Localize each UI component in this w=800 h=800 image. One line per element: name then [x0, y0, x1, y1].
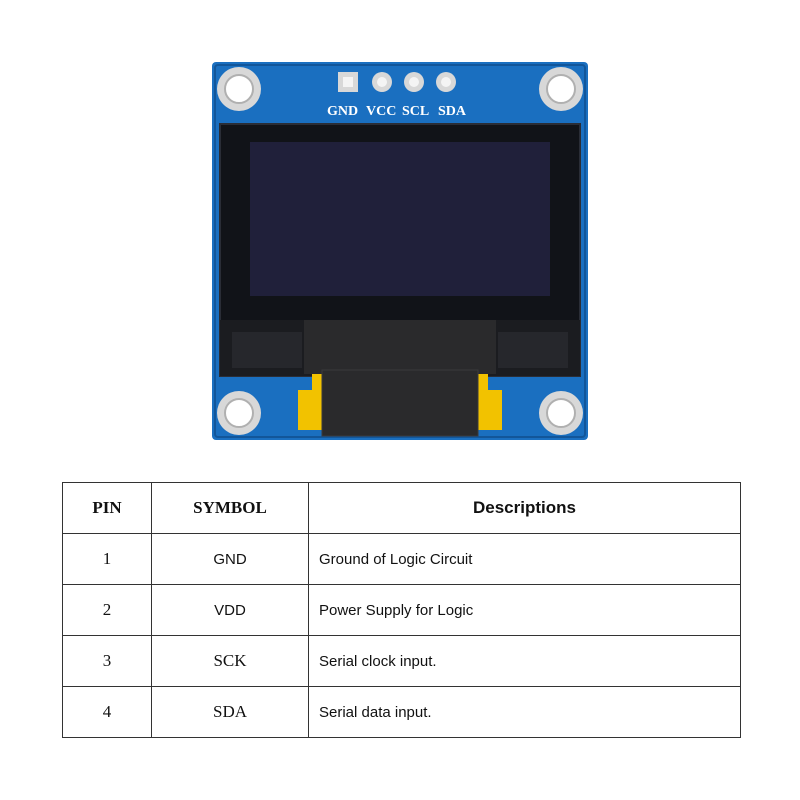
header-symbol: SYMBOL: [151, 482, 309, 534]
flex-ribbon: [304, 320, 496, 374]
table-row: 2 VDD Power Supply for Logic: [62, 584, 741, 636]
pin-number: 3: [62, 635, 152, 687]
pin-symbol: GND: [151, 533, 309, 585]
pin-description: Serial data input.: [308, 686, 741, 738]
pin-symbol: SDA: [151, 686, 309, 738]
mounting-hole-bottom-left: [217, 391, 261, 435]
pin-number: 2: [62, 584, 152, 636]
header-description: Descriptions: [308, 482, 741, 534]
pin-description: Serial clock input.: [308, 635, 741, 687]
mounting-hole-top-left: [217, 67, 261, 111]
mounting-hole-bottom-right: [539, 391, 583, 435]
silk-label-sda: SDA: [438, 104, 467, 119]
silk-label-vcc: VCC: [366, 104, 396, 119]
pin-table: PIN SYMBOL Descriptions 1 GND Ground of …: [62, 482, 741, 738]
silk-label-scl: SCL: [402, 104, 429, 119]
pin-number: 4: [62, 686, 152, 738]
pin-symbol: VDD: [151, 584, 309, 636]
pin-description: Ground of Logic Circuit: [308, 533, 741, 585]
display-active-area: [250, 142, 550, 296]
oled-module-drawing: GND VCC SCL SDA: [212, 62, 588, 440]
silk-label-gnd: GND: [327, 104, 358, 119]
pin-description: Power Supply for Logic: [308, 584, 741, 636]
oled-module-image: GND VCC SCL SDA: [212, 62, 588, 440]
table-row: 4 SDA Serial data input.: [62, 686, 741, 738]
header-pads: [338, 72, 456, 92]
header-pin: PIN: [62, 482, 152, 534]
table-header-row: PIN SYMBOL Descriptions: [62, 482, 741, 534]
table-row: 3 SCK Serial clock input.: [62, 635, 741, 687]
table-row: 1 GND Ground of Logic Circuit: [62, 533, 741, 585]
pin-symbol: SCK: [151, 635, 309, 687]
pin-number: 1: [62, 533, 152, 585]
mounting-hole-top-right: [539, 67, 583, 111]
